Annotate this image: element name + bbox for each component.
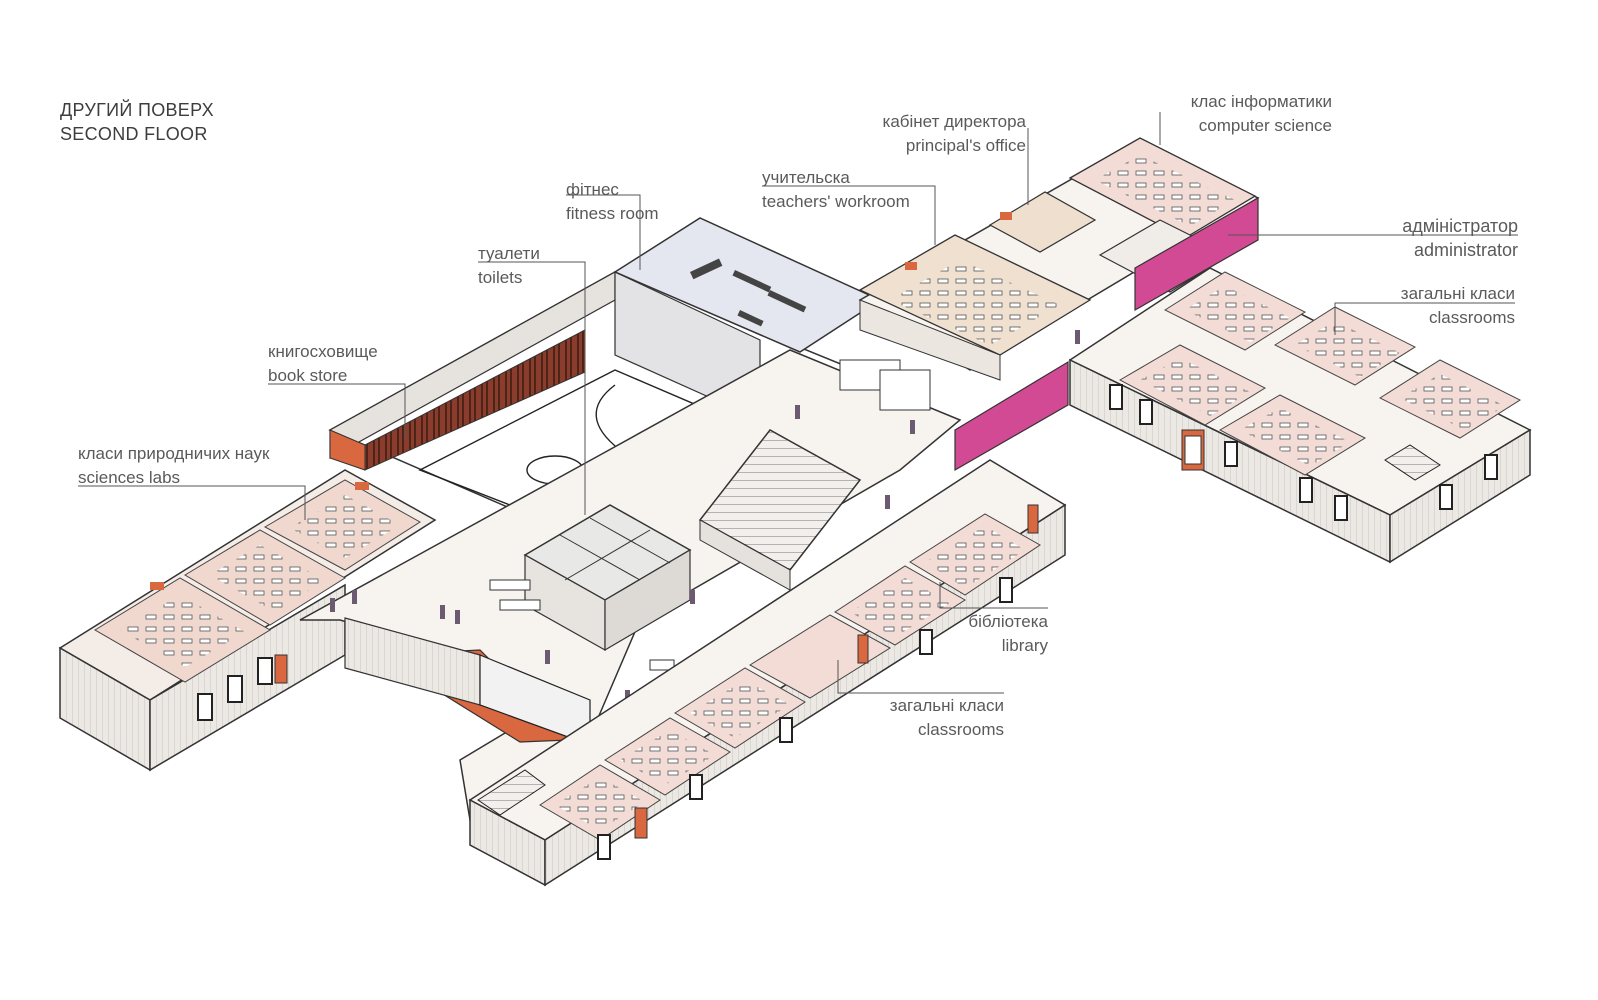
label-fitness: фітнес fitness room: [566, 178, 659, 226]
label-sciences-en: sciences labs: [78, 468, 181, 487]
label-library: бібліотека library: [848, 610, 1048, 658]
library-room: [749, 614, 891, 699]
label-bookstore-en: book store: [268, 366, 348, 385]
people: [330, 330, 1080, 704]
label-computer-uk: клас інформатики: [1190, 92, 1332, 111]
central-hall: [299, 217, 1080, 822]
label-toilets-en: toilets: [478, 268, 523, 287]
fitness-equipment: [690, 258, 807, 327]
label-classrooms-east: загальні класи classrooms: [1315, 282, 1515, 330]
label-bookstore: книгосховище book store: [268, 340, 378, 388]
label-classrooms-east-en: classrooms: [1429, 308, 1515, 327]
page-title: ДРУГИЙ ПОВЕРХ SECOND FLOOR: [60, 98, 214, 146]
title-english: SECOND FLOOR: [60, 124, 208, 144]
label-admin-en: administrator: [1413, 240, 1518, 260]
label-classrooms-east-uk: загальні класи: [1400, 284, 1515, 303]
magenta-wall-admin: [1134, 196, 1259, 312]
title-ukrainian: ДРУГИЙ ПОВЕРХ: [60, 100, 214, 120]
label-admin: адміністратор administrator: [1318, 214, 1518, 262]
east-stair: [1384, 444, 1441, 481]
label-classrooms-south-en: classrooms: [918, 720, 1004, 739]
label-sciences: класи природничих наук sciences labs: [78, 442, 269, 490]
label-fitness-uk: фітнес: [566, 180, 619, 199]
label-principal-uk: кабінет директора: [882, 112, 1026, 131]
hall-furniture: [489, 359, 931, 671]
admin-front-wall: [859, 299, 1001, 381]
label-admin-uk: адміністратор: [1402, 216, 1518, 236]
admin-block: [858, 137, 1260, 472]
label-classrooms-south-uk: загальні класи: [889, 696, 1004, 715]
label-toilets-uk: туалети: [478, 244, 540, 263]
label-classrooms-south: загальні класи classrooms: [804, 694, 1004, 742]
label-bookstore-uk: книгосховище: [268, 342, 378, 361]
west-wing: [58, 469, 437, 772]
label-teachers-en: teachers' workroom: [762, 192, 910, 211]
leader-lines: [78, 112, 1518, 694]
label-principal: кабінет директора principal's office: [826, 110, 1026, 158]
label-sciences-uk: класи природничих наук: [78, 444, 270, 463]
label-computer: клас інформатики computer science: [1132, 90, 1332, 138]
label-fitness-en: fitness room: [566, 204, 659, 223]
label-toilets: туалети toilets: [478, 242, 540, 290]
accent-door: [274, 654, 288, 684]
label-library-uk: бібліотека: [968, 612, 1048, 631]
label-principal-en: principal's office: [905, 136, 1026, 155]
label-teachers-uk: учительска: [762, 168, 850, 187]
principals-office: [988, 191, 1097, 253]
south-stair: [477, 769, 546, 816]
south-wing: [468, 459, 1067, 887]
label-teachers: учительска teachers' workroom: [762, 166, 910, 214]
east-wing: [1068, 267, 1532, 564]
magenta-wall-link: [954, 360, 1069, 472]
label-computer-en: computer science: [1198, 116, 1332, 135]
gym-left-end: [329, 429, 366, 471]
label-library-en: library: [1001, 636, 1048, 655]
